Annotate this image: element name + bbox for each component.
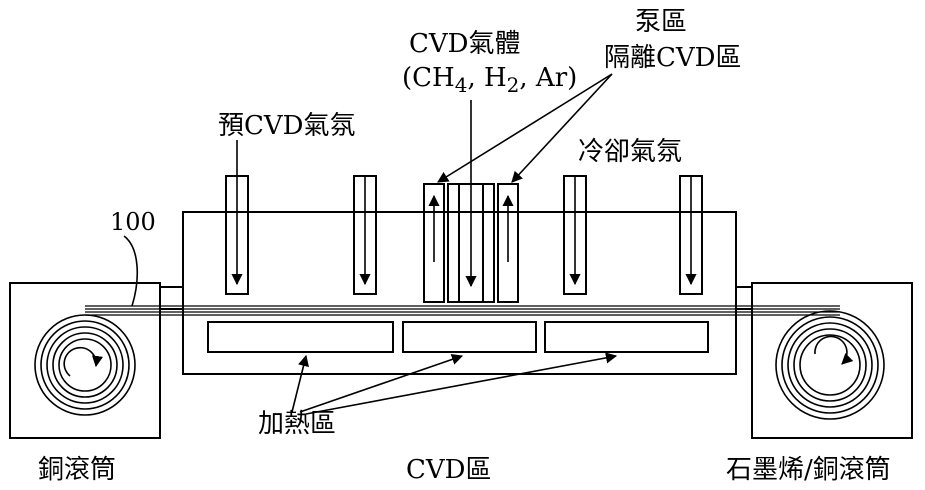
right-roller-housing — [751, 282, 913, 439]
pump-pointer-left — [437, 73, 613, 183]
left-roll-label: 銅滾筒 — [38, 455, 116, 485]
pump-zone-left — [423, 183, 445, 303]
heating-pointer-2 — [299, 354, 464, 413]
copper-film — [85, 305, 840, 316]
pump-zone-label: 泵區 — [635, 7, 687, 37]
heating-zone-box-2 — [402, 321, 537, 353]
film-ref-leader — [123, 235, 139, 307]
heating-zone-box-3 — [544, 321, 709, 353]
film-ref-label: 100 — [110, 208, 156, 236]
left-roller-housing — [9, 282, 161, 439]
center-zone-label: CVD區 — [406, 455, 492, 485]
pump-pointer-right — [511, 73, 613, 183]
cvd-gas-formula: (CH4, H2, Ar) — [402, 63, 577, 97]
heating-pointer-3 — [305, 352, 618, 415]
left-copper-roll — [34, 314, 136, 416]
left-rotation-arrow — [63, 346, 104, 377]
pre-gas-label: 預CVD氣氛 — [218, 111, 356, 141]
isolate-cvd-label: 隔離CVD區 — [604, 43, 742, 73]
right-roll-label: 石墨烯/銅滾筒 — [726, 455, 891, 485]
right-graphene-roll — [775, 310, 885, 420]
cooling-gas-label: 冷卻氣氛 — [578, 137, 682, 167]
heating-zone-label: 加熱區 — [258, 409, 336, 439]
pump-zone-right — [497, 183, 519, 303]
heating-pointer-1 — [291, 354, 309, 413]
cvd-gas-title: CVD氣體 — [409, 29, 521, 59]
right-rotation-arrow — [814, 335, 854, 365]
heating-zone-box-1 — [207, 321, 394, 353]
